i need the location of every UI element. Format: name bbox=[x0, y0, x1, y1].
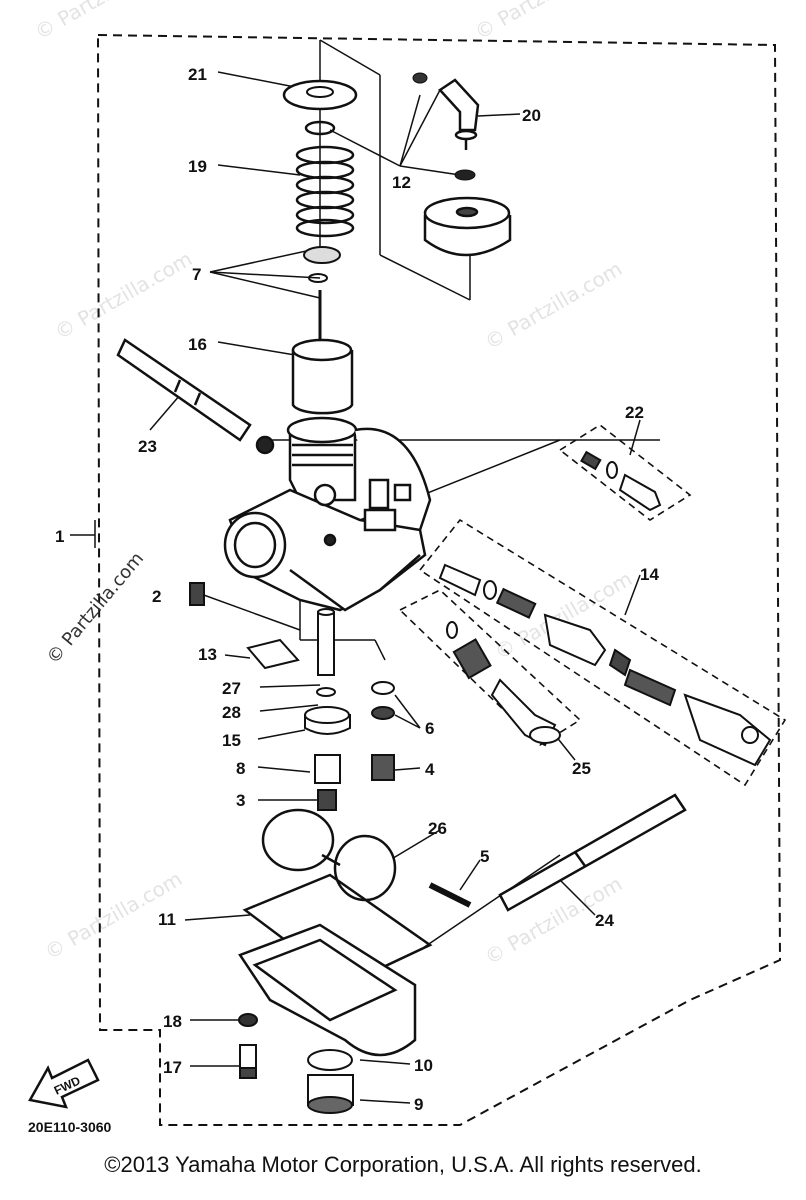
callout-16: 16 bbox=[188, 335, 207, 354]
watermark: © Partzilla.com bbox=[51, 246, 197, 344]
callout-11: 11 bbox=[158, 910, 176, 929]
callout-12: 12 bbox=[392, 173, 411, 192]
fwd-arrow-icon: FWD bbox=[28, 1058, 100, 1109]
washer-12 bbox=[454, 169, 476, 181]
callout-24: 24 bbox=[595, 911, 614, 930]
part-20-elbow bbox=[438, 78, 480, 150]
part-19-spring bbox=[295, 145, 355, 238]
watermark: © Partzilla.com bbox=[31, 0, 177, 44]
part-22-screw-set bbox=[580, 450, 662, 512]
part-16-throttle-valve bbox=[291, 338, 354, 415]
part-23-hose bbox=[116, 338, 252, 442]
float-bowl bbox=[238, 923, 417, 1057]
part-24-hose bbox=[498, 793, 687, 912]
clip bbox=[304, 120, 336, 136]
callout-9: 9 bbox=[414, 1095, 423, 1114]
callout-5: 5 bbox=[480, 847, 489, 866]
part-13-plate bbox=[246, 638, 300, 670]
callout-10: 10 bbox=[414, 1056, 433, 1075]
diagram-code: 20E110-3060 bbox=[28, 1119, 112, 1135]
box-14 bbox=[418, 518, 787, 787]
bottom-parts bbox=[238, 1013, 354, 1114]
callout-2: 2 bbox=[152, 587, 161, 606]
callout-7: 7 bbox=[192, 265, 201, 284]
part-2-screw bbox=[189, 582, 205, 606]
callout-23: 23 bbox=[138, 437, 157, 456]
watermark: © Partzilla.com bbox=[481, 256, 627, 354]
callout-20: 20 bbox=[522, 106, 541, 125]
main-jet-column bbox=[304, 608, 351, 811]
callout-22: 22 bbox=[625, 403, 644, 422]
carburetor-body bbox=[223, 416, 432, 612]
copyright-notice: ©2013 Yamaha Motor Corporation, U.S.A. A… bbox=[104, 1152, 702, 1177]
callout-27: 27 bbox=[222, 679, 241, 698]
callout-6: 6 bbox=[425, 719, 434, 738]
callout-1: 1 bbox=[55, 527, 64, 546]
part-14-starter-set bbox=[438, 563, 772, 767]
assembly-boundary bbox=[96, 33, 782, 1126]
parts-6-4-drain bbox=[371, 681, 395, 781]
callout-21: 21 bbox=[188, 65, 207, 84]
watermark: © Partzilla.com bbox=[471, 0, 617, 44]
callout-labels: 21 20 12 19 7 16 23 22 1 14 2 13 27 28 6… bbox=[55, 65, 659, 1114]
watermark-vertical: © Partzilla.com bbox=[43, 548, 148, 668]
part-7-needle-set bbox=[303, 246, 341, 345]
small-ring bbox=[412, 72, 428, 84]
callout-4: 4 bbox=[425, 760, 435, 779]
callout-8: 8 bbox=[236, 759, 245, 778]
box-22 bbox=[558, 424, 692, 521]
part-21-washer bbox=[282, 79, 358, 111]
callout-25: 25 bbox=[572, 759, 591, 778]
part-5-pin bbox=[428, 882, 472, 908]
callout-3: 3 bbox=[236, 791, 245, 810]
carb-top-cap bbox=[423, 196, 512, 257]
callout-13: 13 bbox=[198, 645, 217, 664]
callout-26: 26 bbox=[428, 819, 447, 838]
leader-lines bbox=[70, 39, 660, 1104]
callout-17: 17 bbox=[163, 1058, 182, 1077]
box-25 bbox=[398, 589, 582, 747]
callout-14: 14 bbox=[640, 565, 659, 584]
callout-19: 19 bbox=[188, 157, 207, 176]
callout-18: 18 bbox=[163, 1012, 182, 1031]
callout-15: 15 bbox=[222, 731, 241, 750]
subassembly-boxes bbox=[398, 424, 787, 787]
part-25-pilot-screw-set bbox=[446, 621, 561, 747]
part-26-floats bbox=[261, 808, 397, 902]
callout-28: 28 bbox=[222, 703, 241, 722]
